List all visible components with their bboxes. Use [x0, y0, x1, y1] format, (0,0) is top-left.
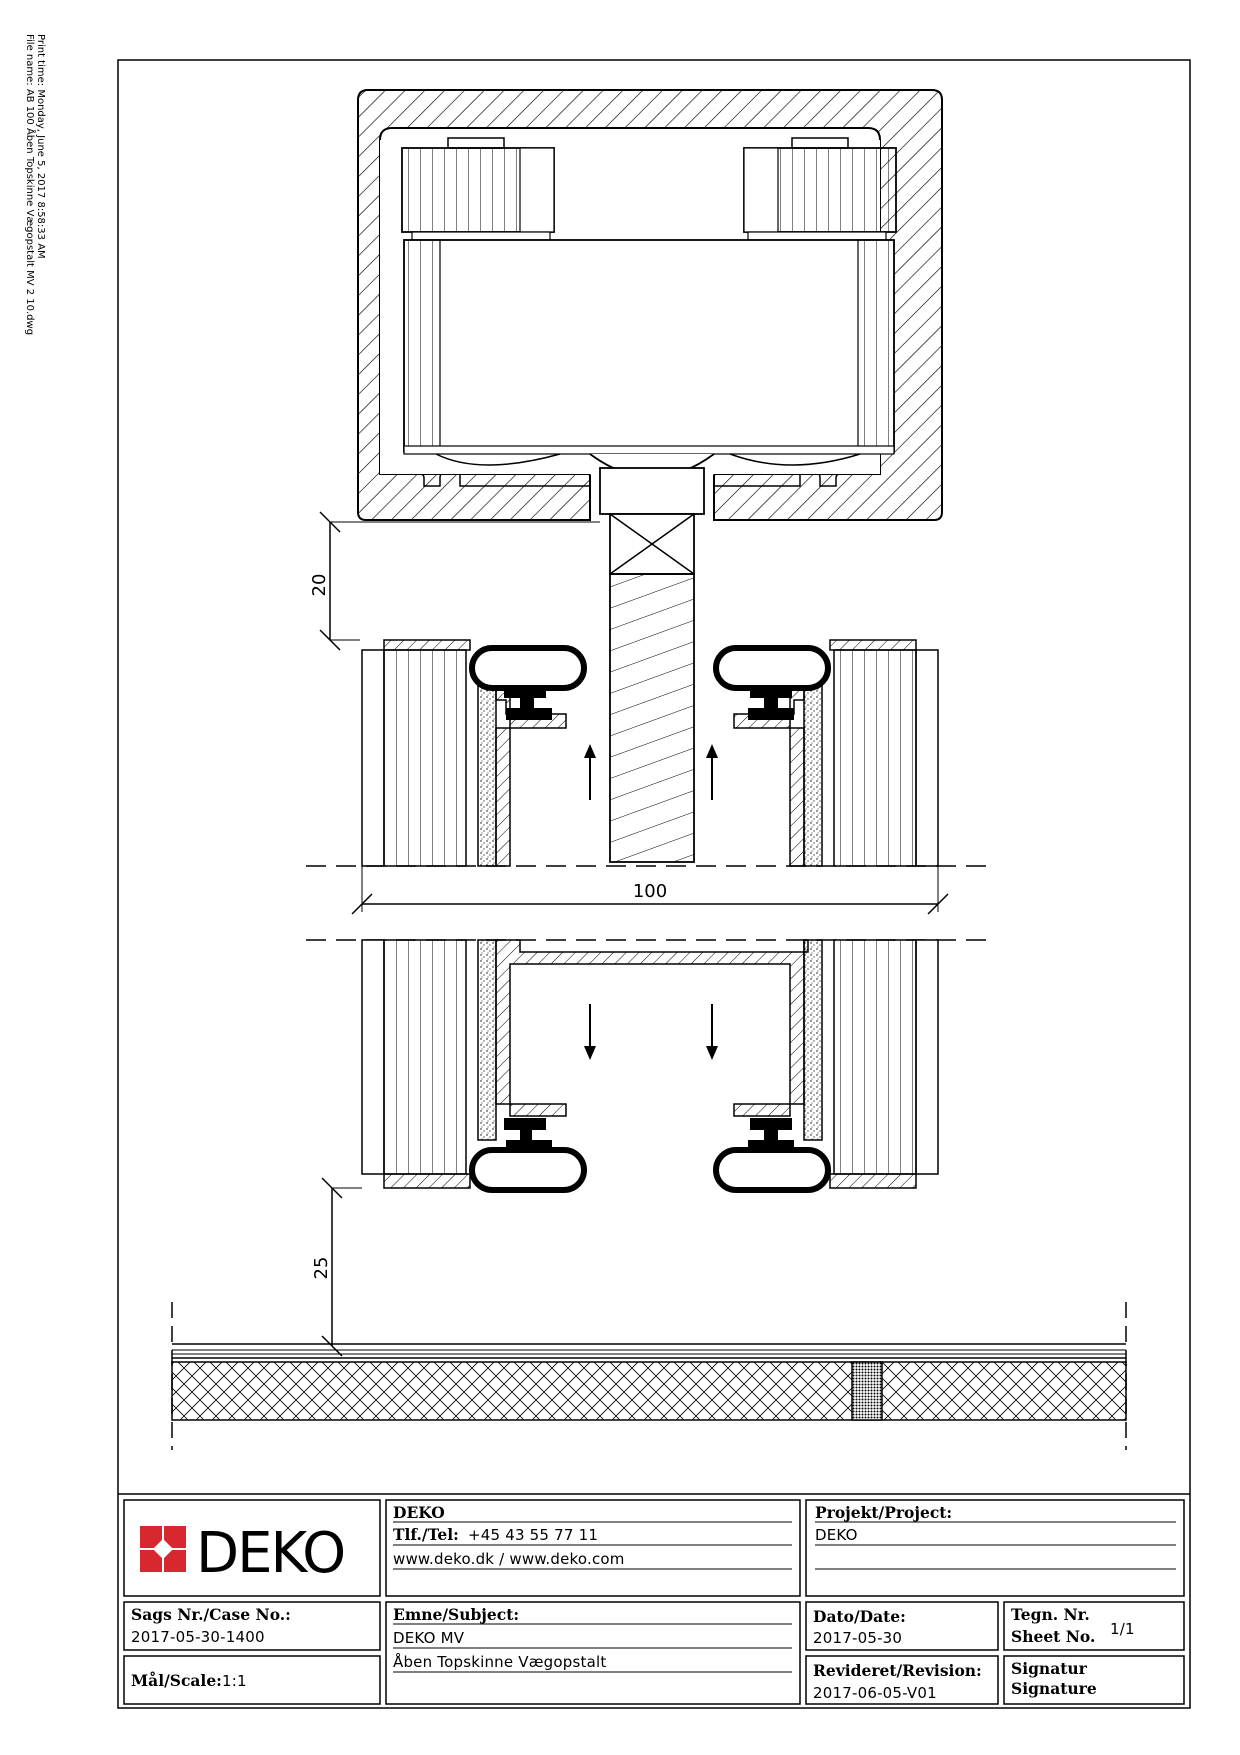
- drawing-frame: [117, 59, 1191, 1709]
- signature-label2: Signature: [1011, 1679, 1097, 1698]
- project-value: DEKO: [815, 1526, 858, 1544]
- tel-value: +45 43 55 77 11: [468, 1526, 598, 1544]
- revision-value: 2017-06-05-V01: [813, 1684, 937, 1702]
- subject-label: Emne/Subject:: [393, 1605, 519, 1624]
- trolley-body: [403, 239, 895, 478]
- dimension-label-bottom: 25: [311, 1257, 332, 1280]
- date-cell: [805, 1601, 999, 1651]
- date-value: 2017-05-30: [813, 1629, 902, 1647]
- scale-cell: [123, 1655, 381, 1705]
- hanger-bolt: [599, 467, 705, 863]
- subject-cell: [385, 1601, 801, 1705]
- sheet-value: 1/1: [1110, 1620, 1135, 1638]
- floor-section: [171, 1302, 1127, 1450]
- deko-logo-icon: [140, 1526, 186, 1572]
- dimension-width: 100: [351, 866, 949, 915]
- signature-cell: [1003, 1655, 1185, 1705]
- sheet-cell: [1003, 1601, 1185, 1651]
- tel-label: Tlf./Tel:: [393, 1525, 459, 1544]
- company-cell: [385, 1499, 801, 1597]
- trolley-right-wheel: [743, 137, 897, 241]
- project-cell: [805, 1499, 1185, 1597]
- signature-label1: Signatur: [1011, 1659, 1088, 1678]
- date-label: Dato/Date:: [813, 1607, 906, 1626]
- lower-panel-left: [361, 939, 497, 1189]
- arrow-up-right: [706, 744, 718, 800]
- lower-panel-right: [803, 939, 939, 1189]
- logo-cell: [123, 1499, 381, 1597]
- upper-panel-left: [361, 639, 587, 867]
- upper-panel-right: [713, 639, 939, 867]
- dimension-bottom-gap: 25: [311, 1177, 362, 1357]
- project-label: Projekt/Project:: [815, 1503, 952, 1522]
- arrow-down-left: [584, 1004, 596, 1060]
- company-web: www.deko.dk / www.deko.com: [393, 1550, 625, 1568]
- lower-gasket-left: [469, 1118, 587, 1193]
- arrow-down-right: [706, 1004, 718, 1060]
- subject-line2: Åben Topskinne Vægopstalt: [393, 1652, 606, 1671]
- dimension-top-gap: 20: [309, 511, 600, 651]
- trolley-left-wheel: [401, 137, 555, 241]
- dimension-label-top: 20: [309, 574, 330, 597]
- logo-text: DEKO: [196, 1521, 344, 1586]
- revision-cell: [805, 1655, 999, 1705]
- lower-gasket-right: [713, 1118, 831, 1193]
- sheet-label2: Sheet No.: [1011, 1627, 1095, 1646]
- company-name: DEKO: [393, 1503, 445, 1522]
- case-value: 2017-05-30-1400: [131, 1628, 265, 1646]
- scale-label: Mål/Scale:: [131, 1671, 222, 1690]
- dimension-label-width: 100: [633, 881, 667, 902]
- arrow-up-left: [584, 744, 596, 800]
- revision-label: Revideret/Revision:: [813, 1661, 982, 1680]
- subject-line1: DEKO MV: [393, 1629, 465, 1647]
- case-label: Sags Nr./Case No.:: [131, 1605, 291, 1624]
- case-cell: [123, 1601, 381, 1651]
- scale-value: 1:1: [222, 1672, 247, 1690]
- sheet-label1: Tegn. Nr.: [1011, 1605, 1090, 1624]
